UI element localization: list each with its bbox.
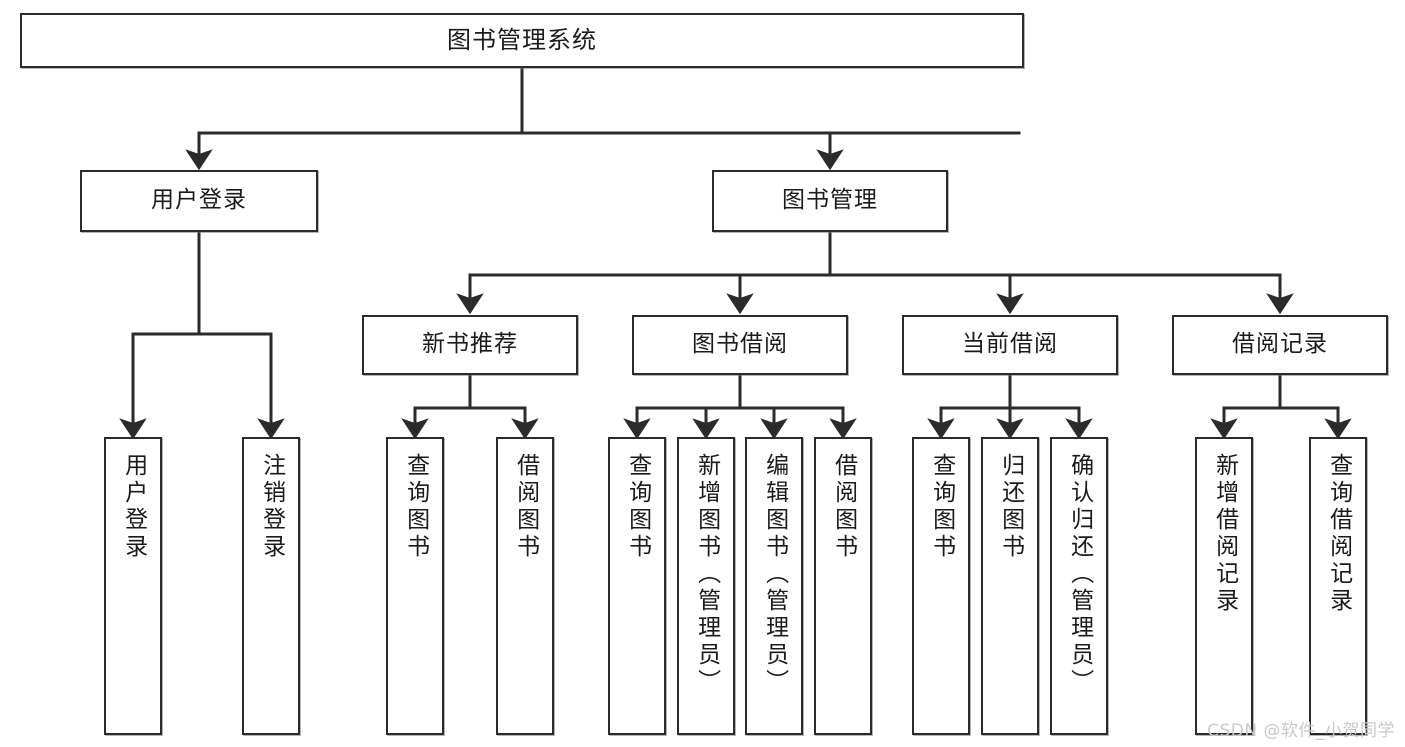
node-leaf-borrow-book-1[interactable]: 借阅图书	[496, 437, 554, 735]
node-leaf-user-login[interactable]: 用户登录	[104, 437, 162, 735]
node-label: 注销登录	[258, 453, 285, 561]
node-borrow-record[interactable]: 借阅记录	[1172, 315, 1388, 375]
node-label: 借阅记录	[1232, 331, 1328, 358]
node-label: 查询借阅记录	[1325, 453, 1352, 615]
node-label: 查询图书	[624, 453, 651, 561]
node-label: 归还图书	[997, 453, 1024, 561]
node-label: 用户登录	[151, 187, 247, 214]
node-leaf-return-book[interactable]: 归还图书	[981, 437, 1039, 735]
node-book-manage[interactable]: 图书管理	[712, 170, 948, 232]
node-leaf-add-book[interactable]: 新增图书（管理员）	[677, 437, 735, 735]
node-leaf-borrow-book-2[interactable]: 借阅图书	[814, 437, 872, 735]
node-label: 图书管理系统	[447, 26, 597, 55]
node-leaf-query-book-1[interactable]: 查询图书	[386, 437, 444, 735]
node-label: 查询图书	[402, 453, 429, 561]
node-label: 借阅图书	[830, 453, 857, 561]
node-user-login[interactable]: 用户登录	[80, 170, 318, 232]
csdn-watermark: CSDN @软件_小贺同学	[1207, 721, 1395, 741]
node-label: 确认归还（管理员）	[1066, 453, 1093, 696]
node-book-borrow[interactable]: 图书借阅	[632, 315, 848, 375]
node-new-book-recommend[interactable]: 新书推荐	[362, 315, 578, 375]
node-label: 图书管理	[782, 187, 878, 214]
node-leaf-confirm-return[interactable]: 确认归还（管理员）	[1050, 437, 1108, 735]
node-label: 新增图书（管理员）	[693, 453, 720, 696]
node-label: 借阅图书	[512, 453, 539, 561]
node-label: 查询图书	[928, 453, 955, 561]
node-label: 图书借阅	[692, 331, 788, 358]
node-label: 新增借阅记录	[1211, 453, 1238, 615]
node-leaf-query-record[interactable]: 查询借阅记录	[1309, 437, 1367, 735]
node-label: 用户登录	[120, 453, 147, 561]
node-label: 编辑图书（管理员）	[761, 453, 788, 696]
node-label: 新书推荐	[422, 331, 518, 358]
node-leaf-add-record[interactable]: 新增借阅记录	[1195, 437, 1253, 735]
node-leaf-query-book-3[interactable]: 查询图书	[912, 437, 970, 735]
node-root-book-management-system[interactable]: 图书管理系统	[20, 13, 1024, 68]
node-leaf-edit-book[interactable]: 编辑图书（管理员）	[745, 437, 803, 735]
node-current-borrow[interactable]: 当前借阅	[902, 315, 1118, 375]
node-leaf-query-book-2[interactable]: 查询图书	[608, 437, 666, 735]
node-label: 当前借阅	[962, 331, 1058, 358]
node-leaf-user-logout[interactable]: 注销登录	[242, 437, 300, 735]
